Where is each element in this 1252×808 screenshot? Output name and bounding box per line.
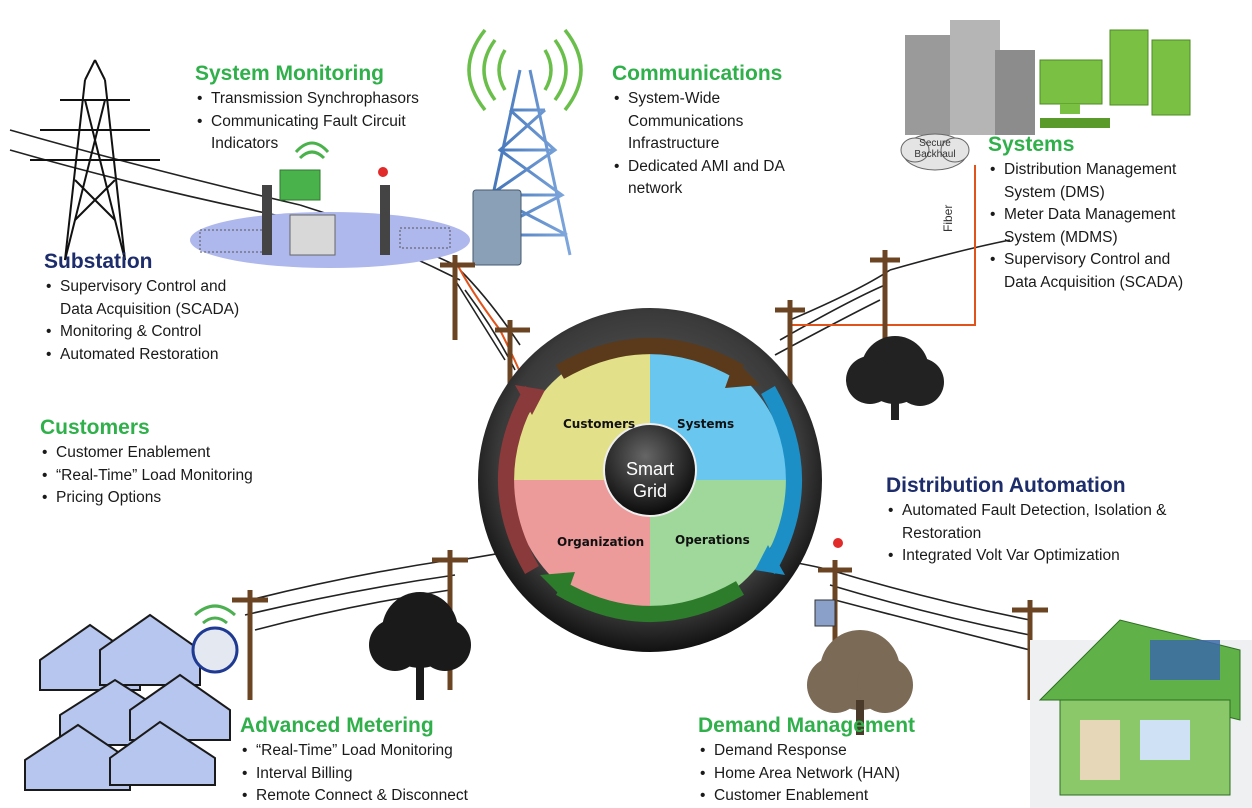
system-monitoring-item: Transmission Synchrophasors xyxy=(195,88,419,111)
advanced-metering-item: Interval Billing xyxy=(240,763,468,786)
tree-bottom-right xyxy=(807,630,913,735)
communications-section: Communications System-Wide Communication… xyxy=(612,62,785,201)
demand-management-title: Demand Management xyxy=(698,714,916,737)
customers-item: “Real-Time” Load Monitoring xyxy=(40,465,253,488)
fiber-label: Fiber xyxy=(941,204,955,232)
communications-title: Communications xyxy=(612,62,783,85)
quadrant-systems-label: Systems xyxy=(677,417,735,431)
pad-mount-box xyxy=(814,599,836,627)
smart-meter-icon xyxy=(191,604,239,674)
demand-management-item: Customer Enablement xyxy=(698,785,915,808)
substation-item-continuation: Data Acquisition (SCADA) xyxy=(60,300,240,318)
office-buildings-illustration xyxy=(905,20,1191,135)
quadrant-operations-label: Operations xyxy=(675,533,750,547)
substation-section: Substation Supervisory Control and Data … xyxy=(44,250,239,366)
systems-title: Systems xyxy=(988,133,1075,156)
system-monitoring-title: System Monitoring xyxy=(195,62,385,85)
tree-bottom-left xyxy=(369,592,471,700)
systems-item: Distribution Management xyxy=(988,159,1183,182)
hub-ring xyxy=(478,308,822,652)
wireless-signal xyxy=(467,28,583,112)
secure-backhaul-cloud xyxy=(900,133,970,171)
transmission-tower xyxy=(30,59,160,261)
customers-section: Customers Customer Enablement “Real-Time… xyxy=(40,416,253,510)
communications-item-continuation: Communications xyxy=(628,112,744,130)
systems-section: Systems Distribution Management System (… xyxy=(988,133,1183,294)
customers-item: Customer Enablement xyxy=(40,442,253,465)
distribution-automation-item: Automated Fault Detection, Isolation & xyxy=(886,500,1167,523)
advanced-metering-section: Advanced Metering “Real-Time” Load Monit… xyxy=(240,714,468,808)
system-monitoring-item-continuation: Indicators xyxy=(211,135,279,152)
substation-item: Monitoring & Control xyxy=(44,321,239,344)
green-home-illustration xyxy=(1030,619,1252,808)
quadrant-organization-label: Organization xyxy=(557,535,645,549)
systems-item-continuation: System (DMS) xyxy=(1004,183,1105,201)
advanced-metering-item: Remote Connect & Disconnect xyxy=(240,785,468,808)
fault-indicator xyxy=(833,538,843,548)
customers-title: Customers xyxy=(40,416,150,439)
substation-item: Supervisory Control and xyxy=(44,276,239,299)
demand-management-section: Demand Management Demand Response Home A… xyxy=(698,714,915,808)
systems-item: Supervisory Control and xyxy=(988,249,1183,272)
systems-item-continuation: Data Acquisition (SCADA) xyxy=(1004,273,1184,291)
advanced-metering-title: Advanced Metering xyxy=(240,714,434,737)
demand-management-item: Demand Response xyxy=(698,740,915,763)
hub-center-line1: Smart xyxy=(625,459,674,479)
system-monitoring-item: Communicating Fault Circuit xyxy=(195,111,419,134)
substation-illustration xyxy=(190,141,470,268)
quadrant-customers-label: Customers xyxy=(563,417,636,431)
customers-item: Pricing Options xyxy=(40,487,253,510)
houses-illustration xyxy=(24,613,231,791)
communications-item-continuation: network xyxy=(628,180,683,197)
communications-item: Dedicated AMI and DA xyxy=(612,156,785,179)
server-cabinet xyxy=(472,189,522,266)
utility-poles xyxy=(232,250,1048,700)
systems-item-continuation: System (MDMS) xyxy=(1004,228,1118,246)
substation-title: Substation xyxy=(44,250,153,273)
system-monitoring-section: System Monitoring Transmission Synchroph… xyxy=(195,62,419,156)
distribution-automation-title: Distribution Automation xyxy=(886,474,1126,497)
tree-right xyxy=(846,336,944,420)
hub-center-line2: Grid xyxy=(632,481,667,501)
distribution-automation-item-continuation: Restoration xyxy=(902,524,982,542)
distribution-automation-section: Distribution Automation Automated Fault … xyxy=(886,474,1167,568)
substation-item: Automated Restoration xyxy=(44,344,239,367)
secure-backhaul-label: Secure Backhaul xyxy=(914,138,956,160)
advanced-metering-item: “Real-Time” Load Monitoring xyxy=(240,740,468,763)
hub-center-label: Smart Grid xyxy=(605,458,695,502)
distribution-automation-item: Integrated Volt Var Optimization xyxy=(886,545,1167,568)
communications-item-continuation: Infrastructure xyxy=(628,135,720,152)
demand-management-item: Home Area Network (HAN) xyxy=(698,763,915,786)
communications-item: System-Wide xyxy=(612,88,785,111)
systems-item: Meter Data Management xyxy=(988,204,1183,227)
